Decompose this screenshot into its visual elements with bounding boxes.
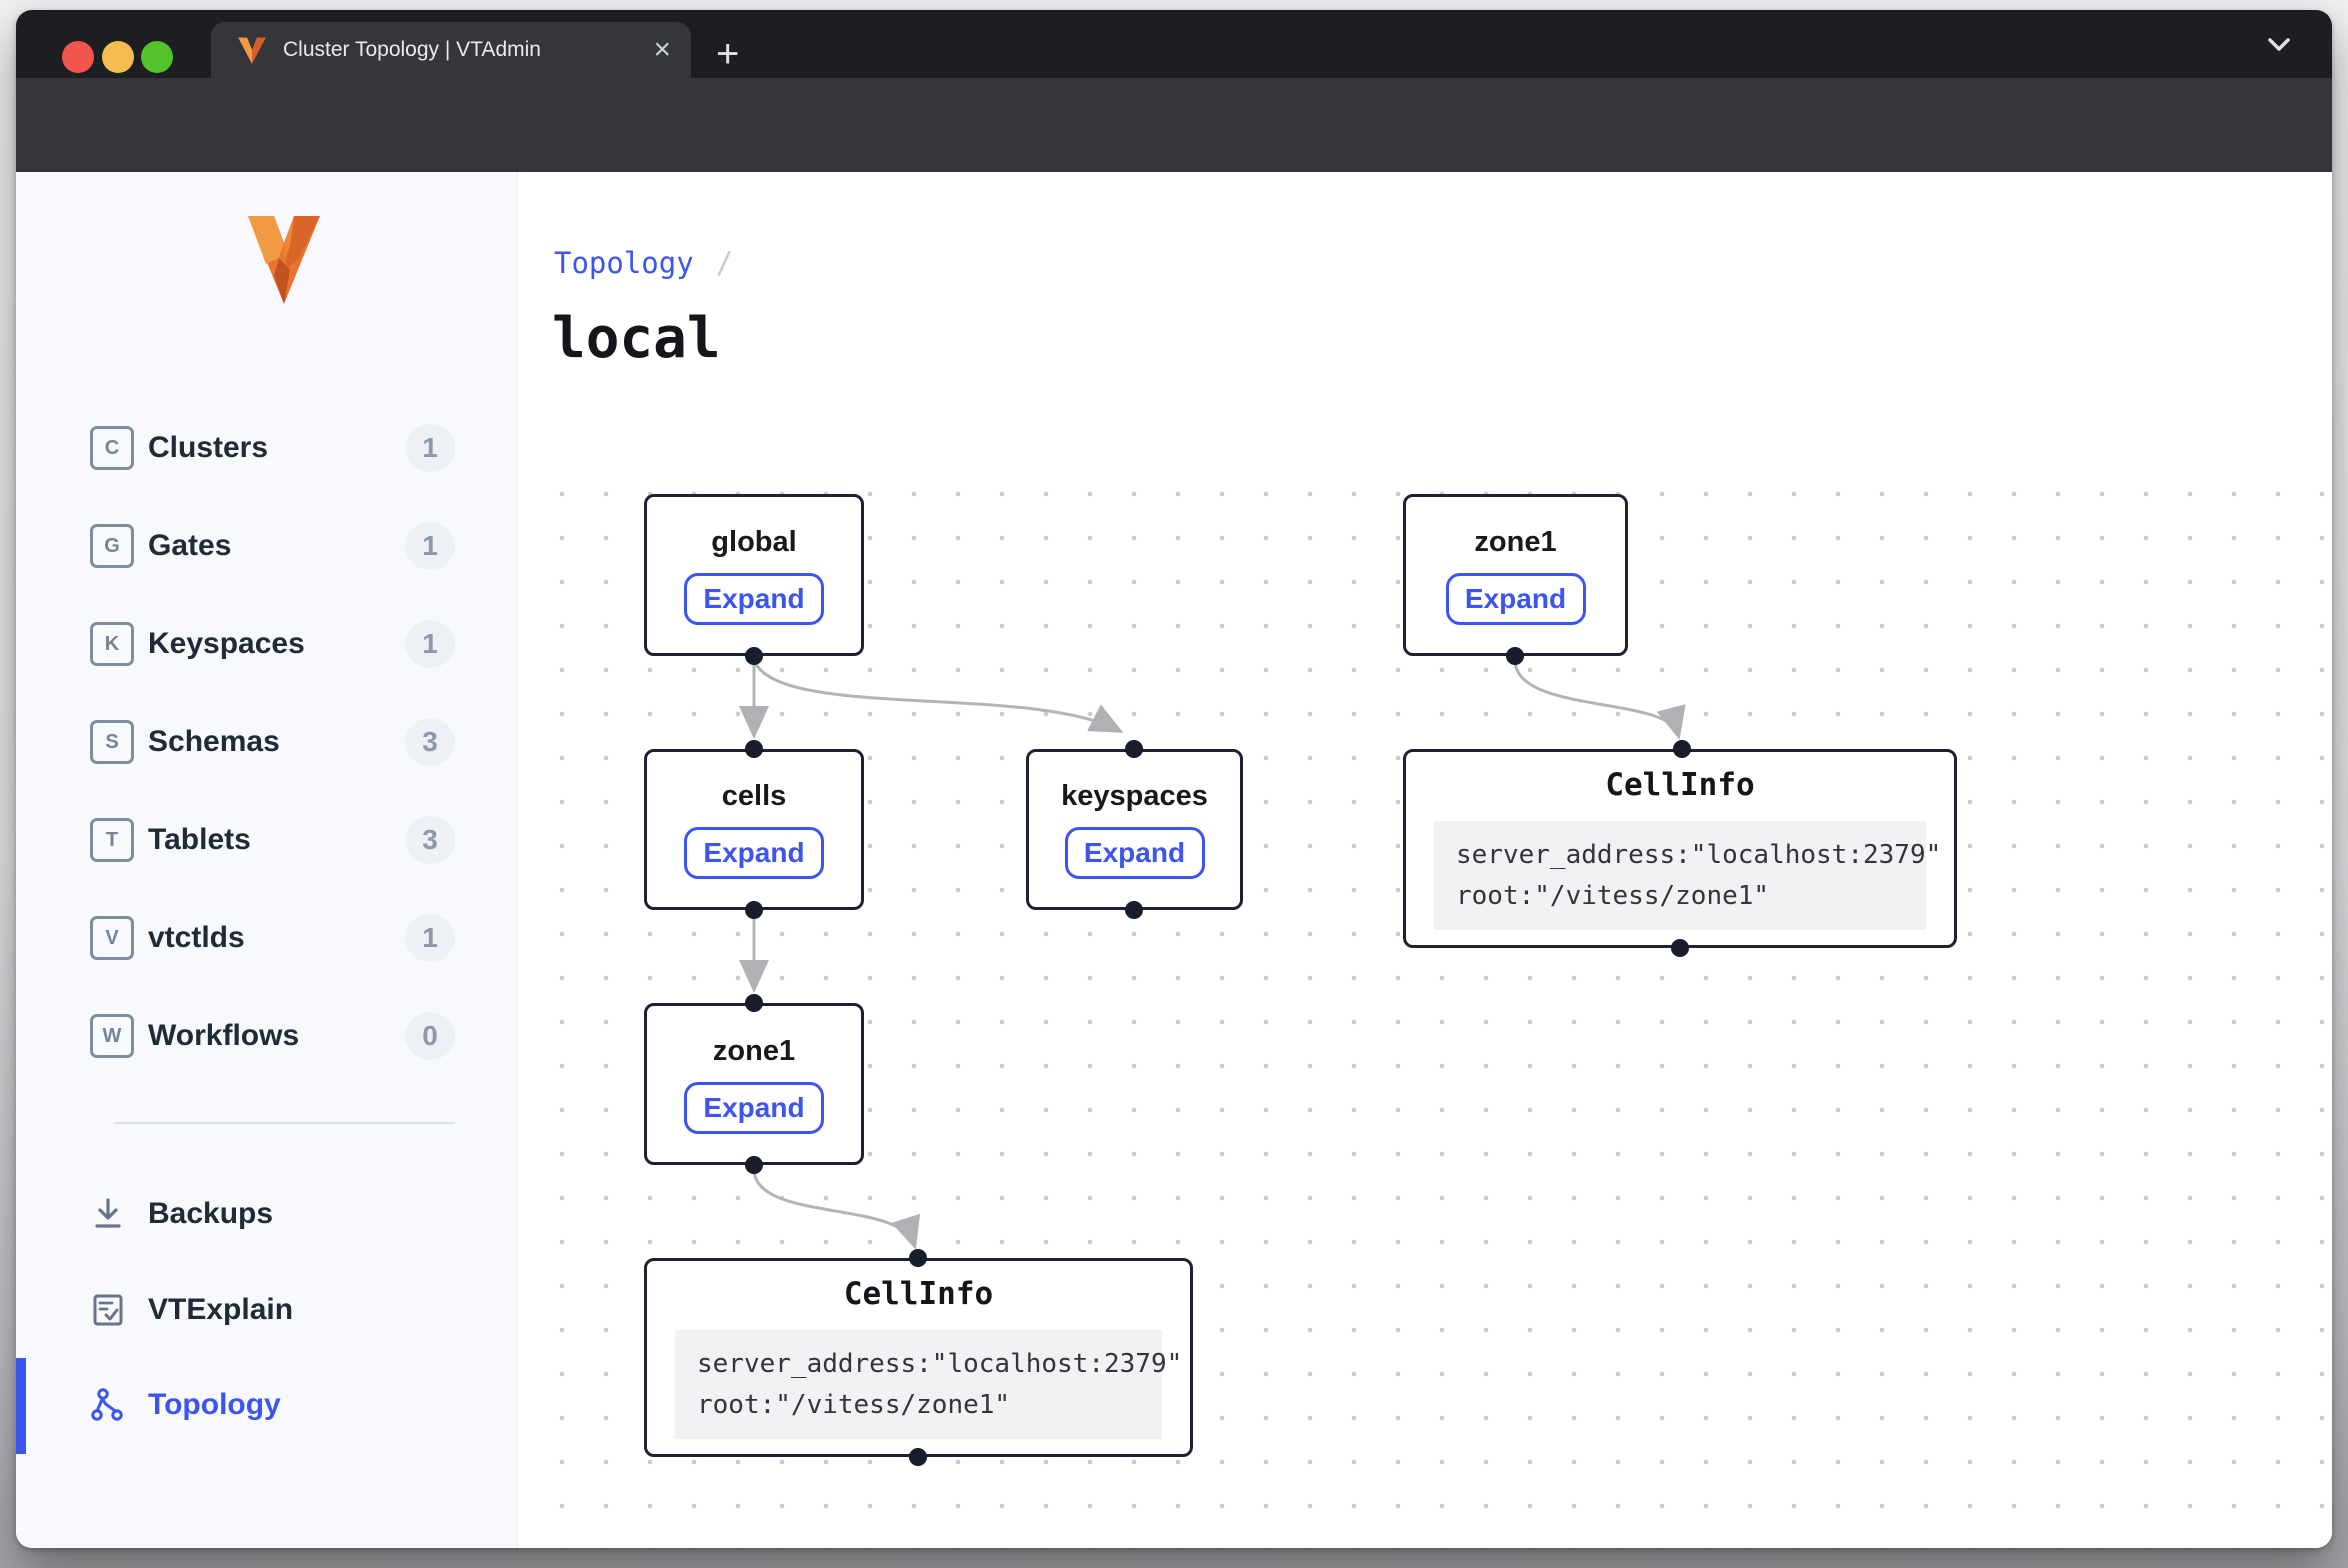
workflows-letter-icon: W — [90, 1014, 134, 1058]
sidebar-item-backups[interactable]: Backups — [16, 1181, 517, 1247]
expand-button[interactable]: Expand — [684, 827, 824, 879]
document-check-icon — [93, 1294, 123, 1326]
new-tab-button[interactable]: + — [716, 32, 740, 76]
topology-icon — [91, 1388, 123, 1421]
breadcrumb-separator: / — [715, 246, 734, 280]
count-badge: 1 — [405, 522, 455, 570]
chevron-down-icon[interactable] — [2262, 32, 2296, 56]
vtctlds-letter-icon: V — [90, 916, 134, 960]
sidebar-item-vtexplain[interactable]: VTExplain — [16, 1277, 517, 1343]
sidebar-item-label: Tablets — [148, 823, 251, 856]
sidebar-item-label: Topology — [148, 1388, 281, 1421]
browser-toolbar: localhost:14201/topology/local Incognito… — [16, 78, 2332, 236]
count-badge: 0 — [405, 1012, 455, 1060]
sidebar-item-topology[interactable]: Topology — [16, 1372, 517, 1438]
node-keyspaces: keyspaces Expand — [1026, 749, 1243, 910]
gates-letter-icon: G — [90, 524, 134, 568]
count-badge: 3 — [405, 816, 455, 864]
vitess-favicon-icon — [238, 37, 266, 64]
topology-main: Topology / local global Expand zone1 Expa… — [518, 172, 2332, 1548]
node-cellinfo-right: CellInfo server_address:"localhost:2379"… — [1403, 749, 1957, 948]
count-badge: 1 — [405, 424, 455, 472]
expand-button[interactable]: Expand — [1064, 827, 1205, 879]
sidebar-item-label: Keyspaces — [148, 627, 305, 660]
tab-strip: Cluster Topology | VTAdmin × + — [16, 10, 2332, 78]
cellinfo-code: server_address:"localhost:2379" root:"/v… — [675, 1330, 1182, 1439]
sidebar-item-clusters[interactable]: C Clusters 1 — [16, 416, 517, 480]
sidebar-item-label: Workflows — [148, 1019, 300, 1052]
sidebar-item-vtctlds[interactable]: V vtctlds 1 — [16, 906, 517, 970]
expand-button[interactable]: Expand — [1445, 572, 1586, 625]
node-label: zone1 — [712, 1034, 796, 1067]
active-item-indicator — [16, 1358, 26, 1454]
node-cellinfo-left: CellInfo server_address:"localhost:2379"… — [644, 1258, 1193, 1457]
sidebar-item-label: VTExplain — [148, 1293, 294, 1326]
sidebar-item-keyspaces[interactable]: K Keyspaces 1 — [16, 612, 517, 676]
cellinfo-code: server_address:"localhost:2379" root:"/v… — [1434, 821, 1941, 930]
close-window-button[interactable] — [62, 41, 94, 73]
count-badge: 1 — [405, 620, 455, 668]
sidebar-item-tablets[interactable]: T Tablets 3 — [16, 808, 517, 872]
node-label: cells — [721, 780, 787, 812]
node-cells: cells Expand — [644, 749, 864, 910]
code-line: root:"/vitess/zone1" — [1456, 880, 1770, 911]
node-label: CellInfo — [1605, 767, 1755, 804]
tablets-letter-icon: T — [90, 818, 134, 862]
node-label: CellInfo — [843, 1276, 994, 1313]
node-global: global Expand — [644, 494, 864, 656]
sidebar-item-workflows[interactable]: W Workflows 0 — [16, 1004, 517, 1068]
breadcrumb-topology-link[interactable]: Topology — [554, 246, 694, 280]
node-zone1-right: zone1 Expand — [1403, 494, 1628, 656]
node-label: keyspaces — [1061, 780, 1208, 812]
sidebar-item-label: vtctlds — [148, 921, 245, 954]
tab-close-icon[interactable]: × — [653, 33, 671, 66]
count-badge: 3 — [405, 718, 455, 766]
breadcrumb: Topology / — [554, 246, 733, 280]
expand-button[interactable]: Expand — [684, 1081, 824, 1134]
page-content: C Clusters 1 G Gates 1 K Keyspaces 1 S S… — [16, 172, 2332, 1548]
sidebar-item-label: Clusters — [148, 431, 269, 464]
expand-button[interactable]: Expand — [684, 572, 824, 625]
clusters-letter-icon: C — [90, 426, 134, 470]
code-line: root:"/vitess/zone1" — [697, 1389, 1011, 1420]
count-badge: 1 — [405, 914, 455, 962]
keyspaces-letter-icon: K — [90, 622, 134, 666]
sidebar-item-gates[interactable]: G Gates 1 — [16, 514, 517, 578]
sidebar-divider — [115, 1122, 455, 1124]
node-label: global — [711, 525, 797, 558]
download-icon — [95, 1198, 121, 1228]
vitess-logo — [248, 216, 320, 304]
sidebar: C Clusters 1 G Gates 1 K Keyspaces 1 S S… — [16, 172, 518, 1548]
minimize-window-button[interactable] — [102, 41, 134, 73]
code-line: server_address:"localhost:2379" — [697, 1349, 1183, 1380]
browser-window: Cluster Topology | VTAdmin × + — [16, 10, 2332, 1548]
sidebar-item-schemas[interactable]: S Schemas 3 — [16, 710, 517, 774]
code-line: server_address:"localhost:2379" — [1456, 840, 1942, 871]
sidebar-item-label: Gates — [148, 529, 232, 562]
tab-title: Cluster Topology | VTAdmin — [283, 38, 541, 61]
zoom-window-button[interactable] — [141, 41, 173, 73]
browser-tab[interactable]: Cluster Topology | VTAdmin × — [211, 22, 691, 78]
schemas-letter-icon: S — [90, 720, 134, 764]
sidebar-item-label: Schemas — [148, 725, 280, 758]
node-zone1-left: zone1 Expand — [644, 1003, 864, 1165]
sidebar-item-label: Backups — [148, 1197, 274, 1230]
node-label: zone1 — [1474, 525, 1557, 558]
page-title: local — [552, 306, 721, 371]
